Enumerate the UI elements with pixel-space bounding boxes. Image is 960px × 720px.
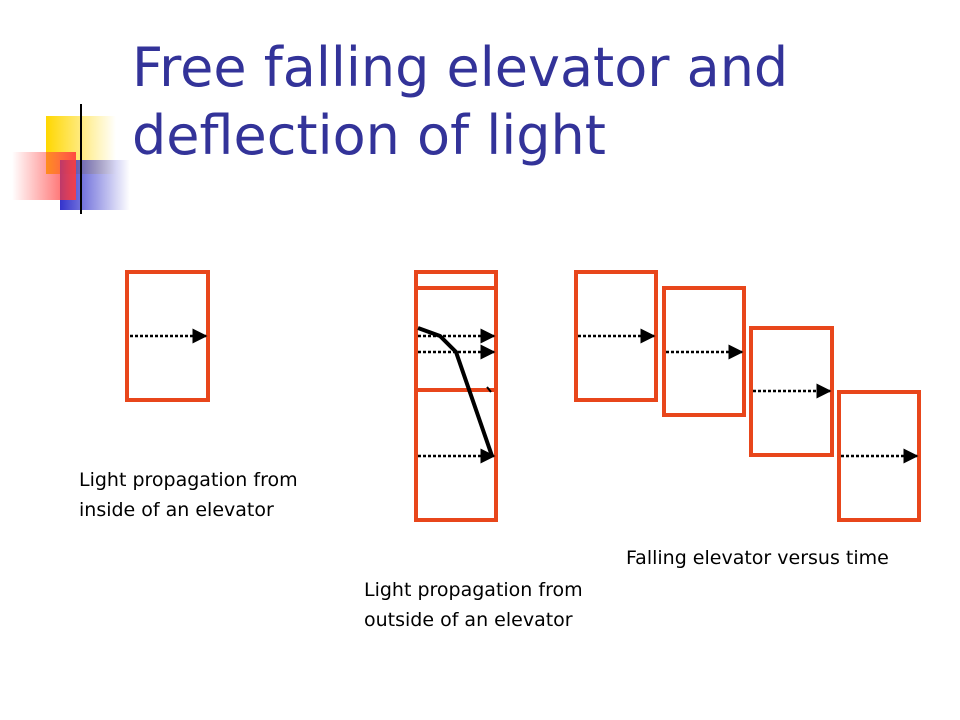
elevator-box xyxy=(574,270,658,402)
decorative-corner-squares xyxy=(12,104,880,214)
caption-falling-elevator: Falling elevator versus time xyxy=(626,547,889,569)
elevator-box xyxy=(414,388,498,522)
elevator-box xyxy=(125,270,210,402)
deflected-light-path xyxy=(417,326,494,457)
caption-outside-elevator: Light propagation from outside of an ele… xyxy=(364,579,583,631)
slide-title: Free falling elevator and deflection of … xyxy=(132,36,789,167)
elevator-box xyxy=(837,390,921,522)
elevator-box xyxy=(662,286,746,417)
inside-elevator-diagram xyxy=(125,270,210,402)
elevator-box xyxy=(414,286,498,392)
outside-elevator-diagram xyxy=(414,270,498,522)
falling-elevator-sequence xyxy=(574,270,921,522)
elevator-box xyxy=(749,326,834,457)
caption-inside-elevator: Light propagation from inside of an elev… xyxy=(79,469,298,521)
red-square-icon xyxy=(12,152,76,200)
arrow-tick-icon xyxy=(486,386,492,393)
